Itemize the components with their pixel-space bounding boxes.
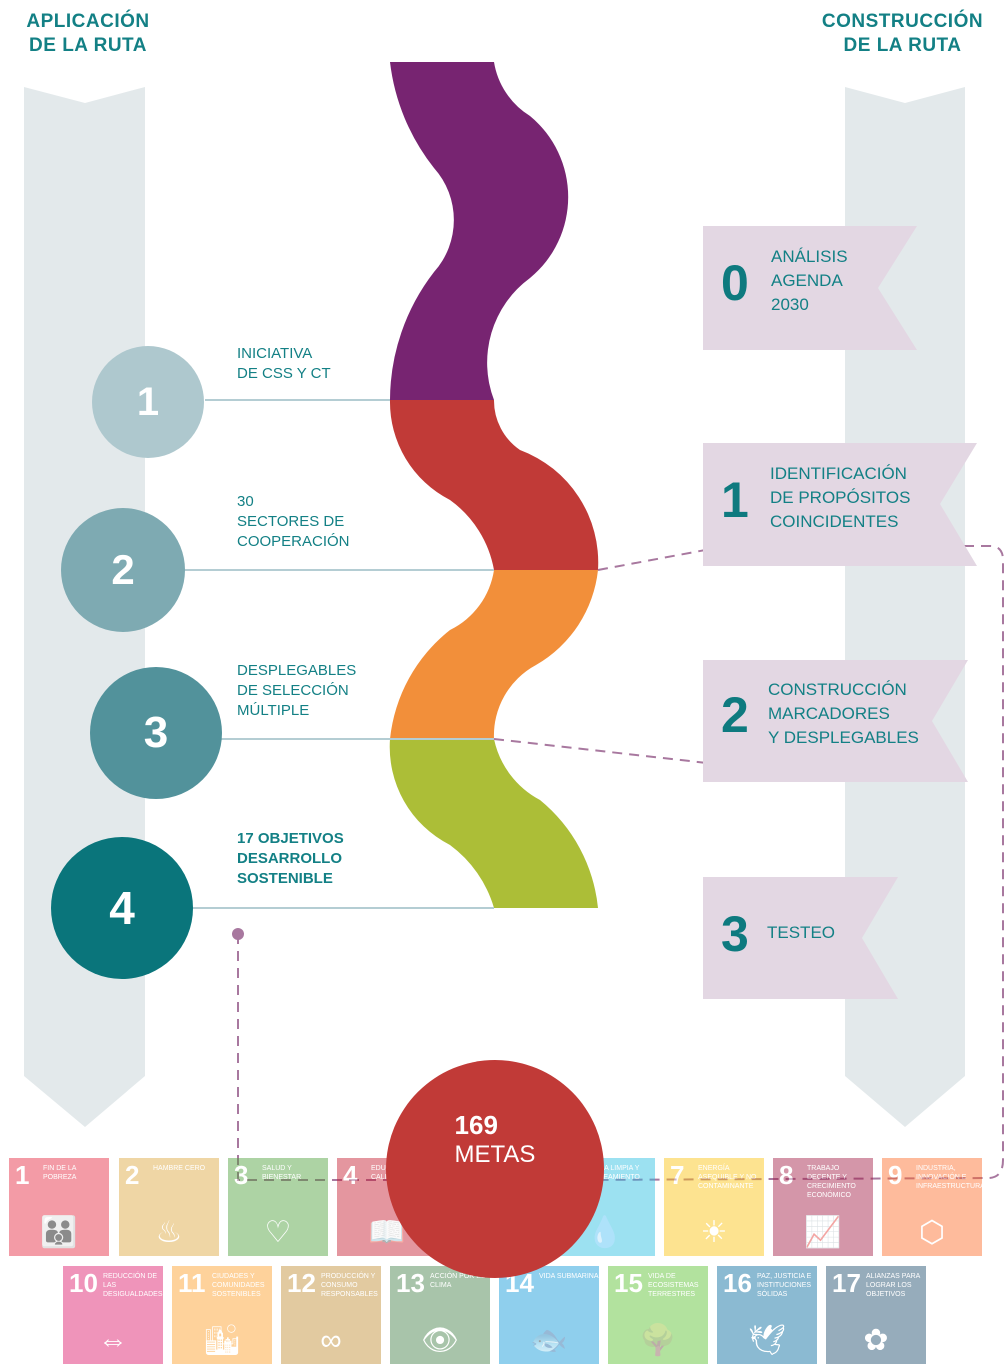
sdg-title: SALUD Y BIENESTAR <box>262 1165 302 1181</box>
sdg-number: 8 <box>779 1160 794 1190</box>
step-label-1: INICIATIVA DE CSS Y CT <box>237 345 331 382</box>
construction-step-2: 2 CONSTRUCCIÓN MARCADORES Y DESPLEGABLES <box>721 680 919 747</box>
equality-icon: ⇔ <box>98 1324 128 1357</box>
eye-globe-icon: 👁 <box>420 1324 460 1357</box>
dashed-links <box>237 545 1004 1181</box>
cubes-icon: ⬡ <box>918 1216 946 1249</box>
metas-circle: 169 METAS <box>386 1060 604 1278</box>
sdg-number: 13 <box>396 1268 425 1298</box>
metas-label: METAS <box>454 1141 536 1168</box>
step-circle-1: 1 <box>92 346 204 458</box>
sdg-number: 1 <box>15 1160 30 1190</box>
sdg-tile-3: 3 SALUD Y BIENESTAR ♡ <box>228 1158 328 1256</box>
city-icon: 🏙 <box>202 1324 242 1357</box>
sdg-tile-9: 9 INDUSTRIA, INNOVACIÓN E INFRAESTRUCTURA… <box>882 1158 982 1256</box>
sdg-tile-7: 7 ENERGÍA ASEQUIBLE Y NO CONTAMINANTE ☀ <box>664 1158 764 1256</box>
sdg-title: PAZ, JUSTICIA E INSTITUCIONES SÓLIDAS <box>757 1273 812 1298</box>
step-label-3: DESPLEGABLES DE SELECCIÓN MÚLTIPLE <box>237 662 357 719</box>
bowl-icon: ♨ <box>155 1216 183 1249</box>
infinity-icon: ∞ <box>320 1324 342 1357</box>
construction-step-0: 0 ANÁLISIS AGENDA 2030 <box>721 247 848 314</box>
sdg-title: FIN DE LA POBREZA <box>43 1165 77 1181</box>
sdg-number: 12 <box>287 1268 316 1298</box>
sdg-title: ACCIÓN POR EL CLIMA <box>430 1273 485 1289</box>
step-circle-2: 2 <box>61 508 185 632</box>
sdg-number: 10 <box>69 1268 98 1298</box>
dove-icon: 🕊 <box>747 1324 787 1357</box>
water-icon: 💧 <box>586 1216 624 1249</box>
sdg-number: 9 <box>888 1160 903 1190</box>
ribbons <box>703 226 977 999</box>
sdg-title: ALIANZAS PARA LOGRAR LOS OBJETIVOS <box>866 1273 920 1298</box>
step-circle-4: 4 <box>51 837 193 979</box>
wave-green <box>389 739 598 908</box>
fish-icon: 🐟 <box>530 1324 568 1357</box>
sdg-number: 7 <box>670 1160 685 1190</box>
connector-lines <box>184 399 494 909</box>
sun-icon: ☀ <box>700 1216 728 1249</box>
sdg-title: CIUDADES Y COMUNIDADES SOSTENIBLES <box>212 1273 265 1298</box>
family-icon: 👪 <box>40 1216 78 1249</box>
step-circle-3: 3 <box>90 667 222 799</box>
step-label-4: 17 OBJETIVOS DESARROLLO SOSTENIBLE <box>237 830 344 887</box>
growth-chart-icon: 📈 <box>804 1216 842 1249</box>
sdg-number: 16 <box>723 1268 752 1298</box>
sdg-tile-13: 13 ACCIÓN POR EL CLIMA 👁 <box>390 1266 490 1364</box>
construction-step-3: 3 TESTEO <box>721 906 836 962</box>
sdg-title: VIDA SUBMARINA <box>539 1273 599 1280</box>
sdg-tile-8: 8 TRABAJO DECENTE Y CRECIMIENTO ECONÓMICO… <box>773 1158 873 1256</box>
tree-icon: 🌳 <box>639 1324 677 1357</box>
sdg-title: PRODUCCIÓN Y CONSUMO RESPONSABLES <box>321 1273 378 1298</box>
sdg-number: 4 <box>343 1160 358 1190</box>
header-construccion: CONSTRUCCIÓN DE LA RUTA <box>821 11 984 56</box>
sdg-number: 11 <box>178 1268 206 1298</box>
heartbeat-icon: ♡ <box>264 1216 292 1249</box>
sdg-title: TRABAJO DECENTE Y CRECIMIENTO ECONÓMICO <box>807 1165 856 1199</box>
sdg-title: INDUSTRIA, INNOVACIÓN E INFRAESTRUCTURA <box>916 1165 982 1190</box>
sdg-title: REDUCCIÓN DE LAS DESIGUALDADES <box>103 1273 163 1298</box>
sdg-title: ENERGÍA ASEQUIBLE Y NO CONTAMINANTE <box>698 1165 757 1190</box>
sdg-tile-1: 1 FIN DE LA POBREZA 👪 <box>9 1158 109 1256</box>
construction-step-1: 1 IDENTIFICACIÓN DE PROPÓSITOS COINCIDEN… <box>721 464 911 531</box>
sdg-number: 2 <box>125 1160 140 1190</box>
sdg-number: 17 <box>832 1268 861 1298</box>
wave-orange <box>390 570 598 739</box>
sdg-title: AGUA LIMPIA Y SANEAMIENTO <box>589 1165 640 1181</box>
sdg-number: 15 <box>614 1268 643 1298</box>
sdg-number: 3 <box>234 1160 249 1190</box>
step-label-2: 30 SECTORES DE COOPERACIÓN <box>237 493 350 550</box>
rings-icon: ✿ <box>863 1324 889 1357</box>
header-aplicacion: APLICACIÓN DE LA RUTA <box>26 11 150 56</box>
metas-number: 169 <box>454 1110 498 1140</box>
sdg-title: VIDA DE ECOSISTEMAS TERRESTRES <box>648 1273 699 1298</box>
wave-purple <box>390 62 569 400</box>
sdg-title: HAMBRE CERO <box>153 1165 206 1172</box>
sdg-tile-2: 2 HAMBRE CERO ♨ <box>119 1158 219 1256</box>
wave-red <box>389 400 599 570</box>
